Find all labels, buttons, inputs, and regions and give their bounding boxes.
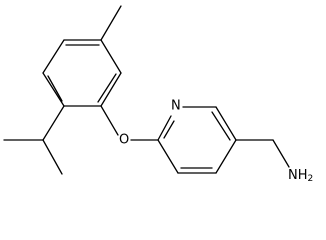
bond — [97, 73, 117, 103]
bond — [272, 139, 290, 168]
bond — [100, 105, 119, 136]
bond — [163, 120, 175, 139]
bond — [215, 139, 237, 174]
bond — [215, 106, 237, 141]
molecule-structure: N O NH2 — [3, 5, 313, 185]
bond — [42, 105, 65, 141]
bond — [47, 75, 63, 102]
amine-label-main: NH — [288, 168, 308, 183]
bond — [100, 72, 122, 107]
bond — [42, 139, 63, 175]
bond — [157, 115, 172, 141]
nitrogen-label: N — [171, 99, 181, 114]
oxygen-label: O — [119, 133, 129, 148]
amine-label: NH2 — [288, 168, 313, 185]
bond — [42, 39, 65, 74]
amine-label-subscript: 2 — [308, 174, 314, 184]
bond — [157, 139, 179, 174]
bond-lines — [3, 5, 290, 175]
atom-labels: N O NH2 — [119, 99, 313, 185]
bond — [42, 72, 65, 107]
bond — [100, 5, 122, 41]
bond — [211, 111, 231, 141]
bond — [100, 39, 122, 74]
